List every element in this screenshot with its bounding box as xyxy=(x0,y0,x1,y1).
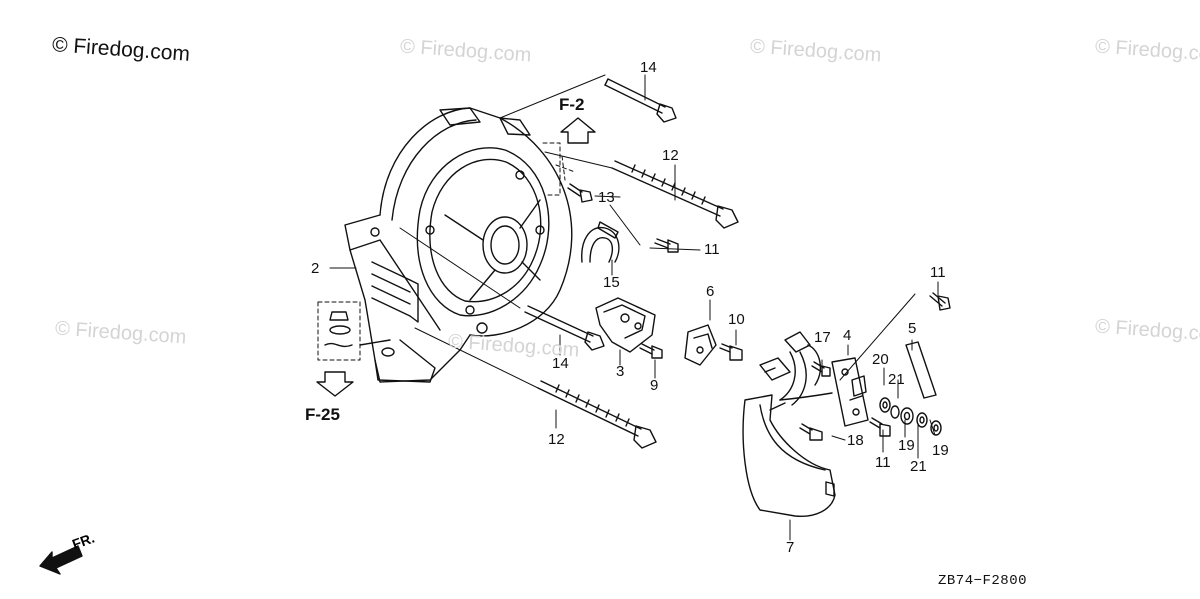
callout-17: 17 xyxy=(814,329,831,346)
diagram-code: ZB74−F2800 xyxy=(938,573,1028,589)
callout-6: 6 xyxy=(706,283,715,300)
callout-15: 15 xyxy=(603,274,620,291)
arrow-down-f25 xyxy=(316,371,354,397)
callout-14: 14 xyxy=(552,355,569,372)
callout-19: 19 xyxy=(898,437,915,454)
callout-5: 5 xyxy=(908,320,917,337)
callout-18: 18 xyxy=(847,432,864,449)
callout-3: 3 xyxy=(616,363,625,380)
reference-f2-label: F-2 xyxy=(559,95,585,114)
washers-and-nuts xyxy=(879,397,942,436)
bolt-14-middle xyxy=(524,305,605,351)
screw-13 xyxy=(567,183,593,203)
callout-19: 19 xyxy=(932,442,949,459)
reference-f25-label: F-25 xyxy=(305,405,340,424)
bolt-11-right xyxy=(929,292,951,311)
wire-clip-15 xyxy=(581,221,620,263)
terminal-plate-4 xyxy=(831,357,869,427)
bolt-12-bottom xyxy=(537,380,657,449)
control-box-cover-7 xyxy=(742,331,836,517)
leader-lines xyxy=(329,74,939,541)
detail-inset-left xyxy=(317,301,391,361)
callout-20: 20 xyxy=(872,351,889,368)
callout-7: 7 xyxy=(786,539,795,556)
bolt-11-bottom xyxy=(869,417,891,437)
bolt-14-top xyxy=(604,78,677,123)
front-direction-arrow xyxy=(39,545,83,575)
bolt-10 xyxy=(719,343,743,361)
callout-21: 21 xyxy=(888,371,905,388)
bolt-9 xyxy=(639,343,663,359)
callout-2: 2 xyxy=(311,260,320,277)
callout-11: 11 xyxy=(875,454,891,471)
detail-inset-upper xyxy=(542,142,576,196)
fan-cover-housing xyxy=(344,107,573,383)
gasket-5 xyxy=(905,341,937,399)
callout-21: 21 xyxy=(910,458,927,475)
ignition-module-6 xyxy=(684,324,717,366)
callout-13: 13 xyxy=(598,189,615,206)
callout-11: 11 xyxy=(704,241,720,258)
bracket-3 xyxy=(595,297,656,353)
callout-10: 10 xyxy=(728,311,745,328)
screw-18 xyxy=(799,423,823,441)
bolt-12-top xyxy=(611,160,739,229)
callout-12: 12 xyxy=(662,147,679,164)
bolt-11-clip xyxy=(654,238,679,253)
callout-4: 4 xyxy=(843,327,852,344)
callout-14: 14 xyxy=(640,59,657,76)
callout-11: 11 xyxy=(930,264,946,281)
callout-9: 9 xyxy=(650,377,659,394)
arrow-up-f2 xyxy=(560,117,596,144)
callout-12: 12 xyxy=(548,431,565,448)
